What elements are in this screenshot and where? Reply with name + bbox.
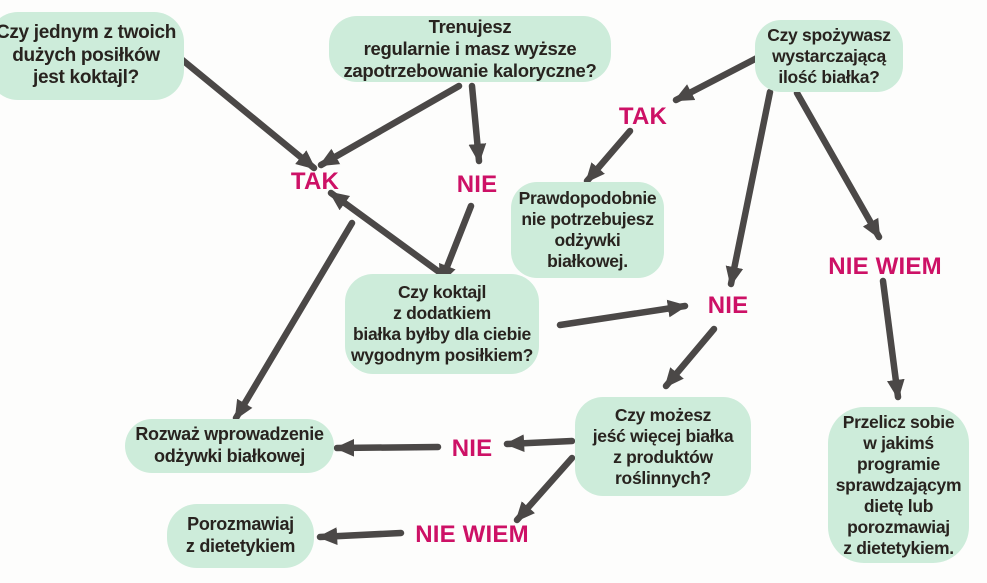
node-text-line: Czy koktajl	[397, 282, 487, 302]
arrow-q-bialko-to-nie-right	[725, 88, 774, 288]
node-text-line: roślinnych?	[615, 467, 711, 488]
node-text-line: wygodnym posiłkiem?	[351, 345, 533, 365]
answer-label-nie-bottom: NIE	[451, 435, 493, 462]
node-text-line: z dodatkiem	[393, 303, 491, 323]
node-text-line: dietę lub	[863, 495, 934, 516]
node-text-line: zapotrzebowanie kaloryczne?	[343, 60, 597, 82]
arrow-q-koktajl-wygodny-to-tak-left	[327, 189, 450, 281]
answer-label-niewiem-right: NIE WIEM	[828, 253, 942, 280]
node-text-line: Rozważ wprowadzenie	[135, 424, 324, 445]
node-text-line: w jakimś	[863, 432, 934, 453]
node-text-line: odżywki białkowej	[154, 446, 305, 466]
answer-label-nie-mid: NIE	[456, 171, 498, 198]
node-text-line: porozmawiaj	[847, 516, 950, 537]
arrow-tak-left-to-r-rozwaz	[232, 219, 356, 422]
node-text-line: odżywki	[554, 230, 621, 250]
arrow-q-trenujesz-to-nie-mid	[468, 82, 487, 165]
node-text-line: Porozmawiaj	[187, 514, 294, 535]
node-text-line: jest koktajl?	[33, 67, 139, 89]
arrow-q-bialko-to-niewiem-right	[793, 89, 883, 241]
node-text-line: Trenujesz	[428, 15, 512, 37]
node-text-line: programie	[857, 453, 940, 474]
node-text-line: Czy możesz	[614, 404, 712, 425]
node-text-line: dużych posiłków	[12, 44, 160, 66]
node-text-line: Czy spożywasz	[767, 24, 891, 45]
node-text-line: sprawdzającym	[835, 474, 962, 495]
node-text-line: białkowej.	[547, 251, 628, 271]
arrow-tak-right-to-r-prawdopodobnie	[583, 127, 634, 185]
node-text-line: regularnie i masz wyższe	[363, 37, 577, 59]
answer-label-tak-right: TAK	[618, 103, 668, 130]
arrow-nie-mid-to-q-koktajl-wygodny	[437, 202, 475, 286]
arrow-q-bialko-to-tak-right	[672, 54, 761, 104]
node-text-line: nie potrzebujesz	[521, 209, 654, 229]
answer-label-tak-left: TAK	[290, 168, 340, 195]
node-text-line: wystarczającą	[772, 45, 886, 66]
node-text-line: Przelicz sobie	[842, 411, 955, 432]
node-text-line: jeść więcej białka	[592, 425, 734, 446]
arrow-nie-bottom-to-r-rozwaz	[333, 438, 442, 457]
node-text-line: Czy jednym z twoich	[0, 21, 177, 43]
arrow-q-mozesz-to-niewiem-bottom	[513, 454, 576, 524]
answer-label-nie-right: NIE	[707, 292, 749, 319]
node-text-line: z dietetykiem.	[843, 537, 954, 558]
node-text-line: z dietetykiem	[185, 536, 296, 556]
arrow-niewiem-bottom-to-r-porozmawiaj	[316, 527, 405, 546]
node-text-line: białka byłby dla ciebie	[353, 324, 531, 344]
arrow-nie-right-to-q-mozesz	[662, 325, 718, 390]
arrow-niewiem-right-to-r-przelicz	[879, 277, 905, 401]
node-text-line: ilość białka?	[778, 66, 880, 87]
node-text-line: Prawdopodobnie	[518, 188, 657, 208]
arrow-q-mozesz-to-nie-bottom	[503, 434, 576, 453]
arrow-q-trenujesz-to-tak-left	[317, 82, 463, 169]
answer-label-niewiem-bottom: NIE WIEM	[415, 521, 529, 548]
arrow-q-koktajl-wygodny-to-nie-right	[556, 299, 689, 329]
arrow-q-koktajl-meal-to-tak-left	[176, 54, 318, 172]
node-text-line: z produktów	[613, 446, 713, 467]
